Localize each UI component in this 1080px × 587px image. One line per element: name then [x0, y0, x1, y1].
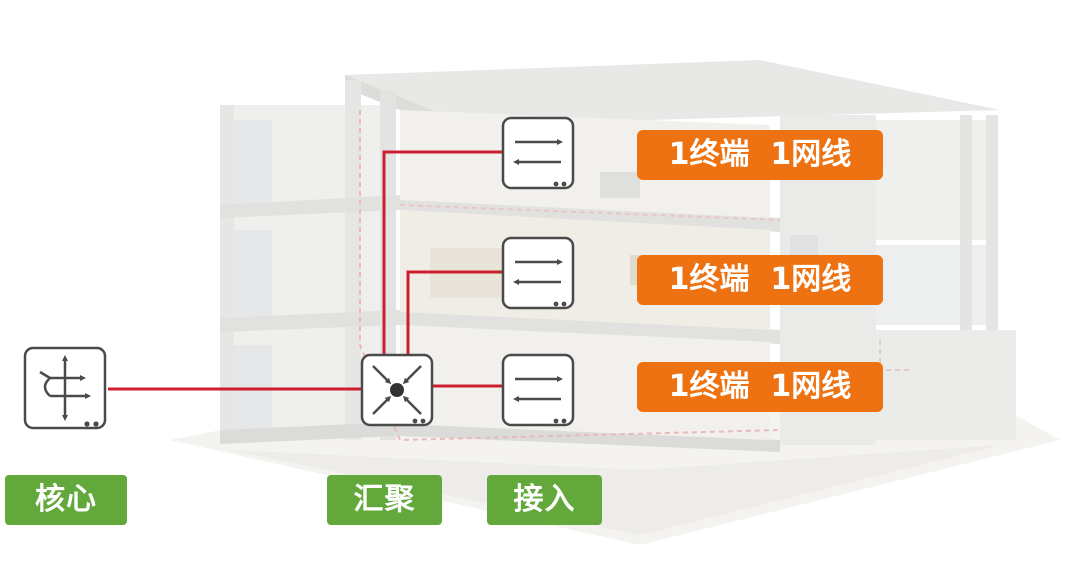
core-switch-icon [23, 346, 107, 430]
access-switch-icon [501, 116, 575, 190]
tier-label-core: 核心 [5, 475, 127, 525]
tier-label-aggregation: 汇聚 [327, 475, 442, 525]
terminal-per-cable-callout: 1终端 1网线 [637, 362, 883, 412]
link-aggregation-to-access-floor2 [406, 270, 503, 355]
tier-label-access: 接入 [487, 475, 602, 525]
access-switch-icon [501, 236, 575, 310]
aggregation-switch-icon [360, 353, 434, 427]
building-illustration [170, 60, 1060, 545]
terminal-per-cable-callout: 1终端 1网线 [637, 130, 883, 180]
access-switch-icon [501, 353, 575, 427]
terminal-per-cable-callout: 1终端 1网线 [637, 255, 883, 305]
link-aggregation-to-access-floor3 [382, 150, 503, 355]
links [108, 150, 503, 391]
